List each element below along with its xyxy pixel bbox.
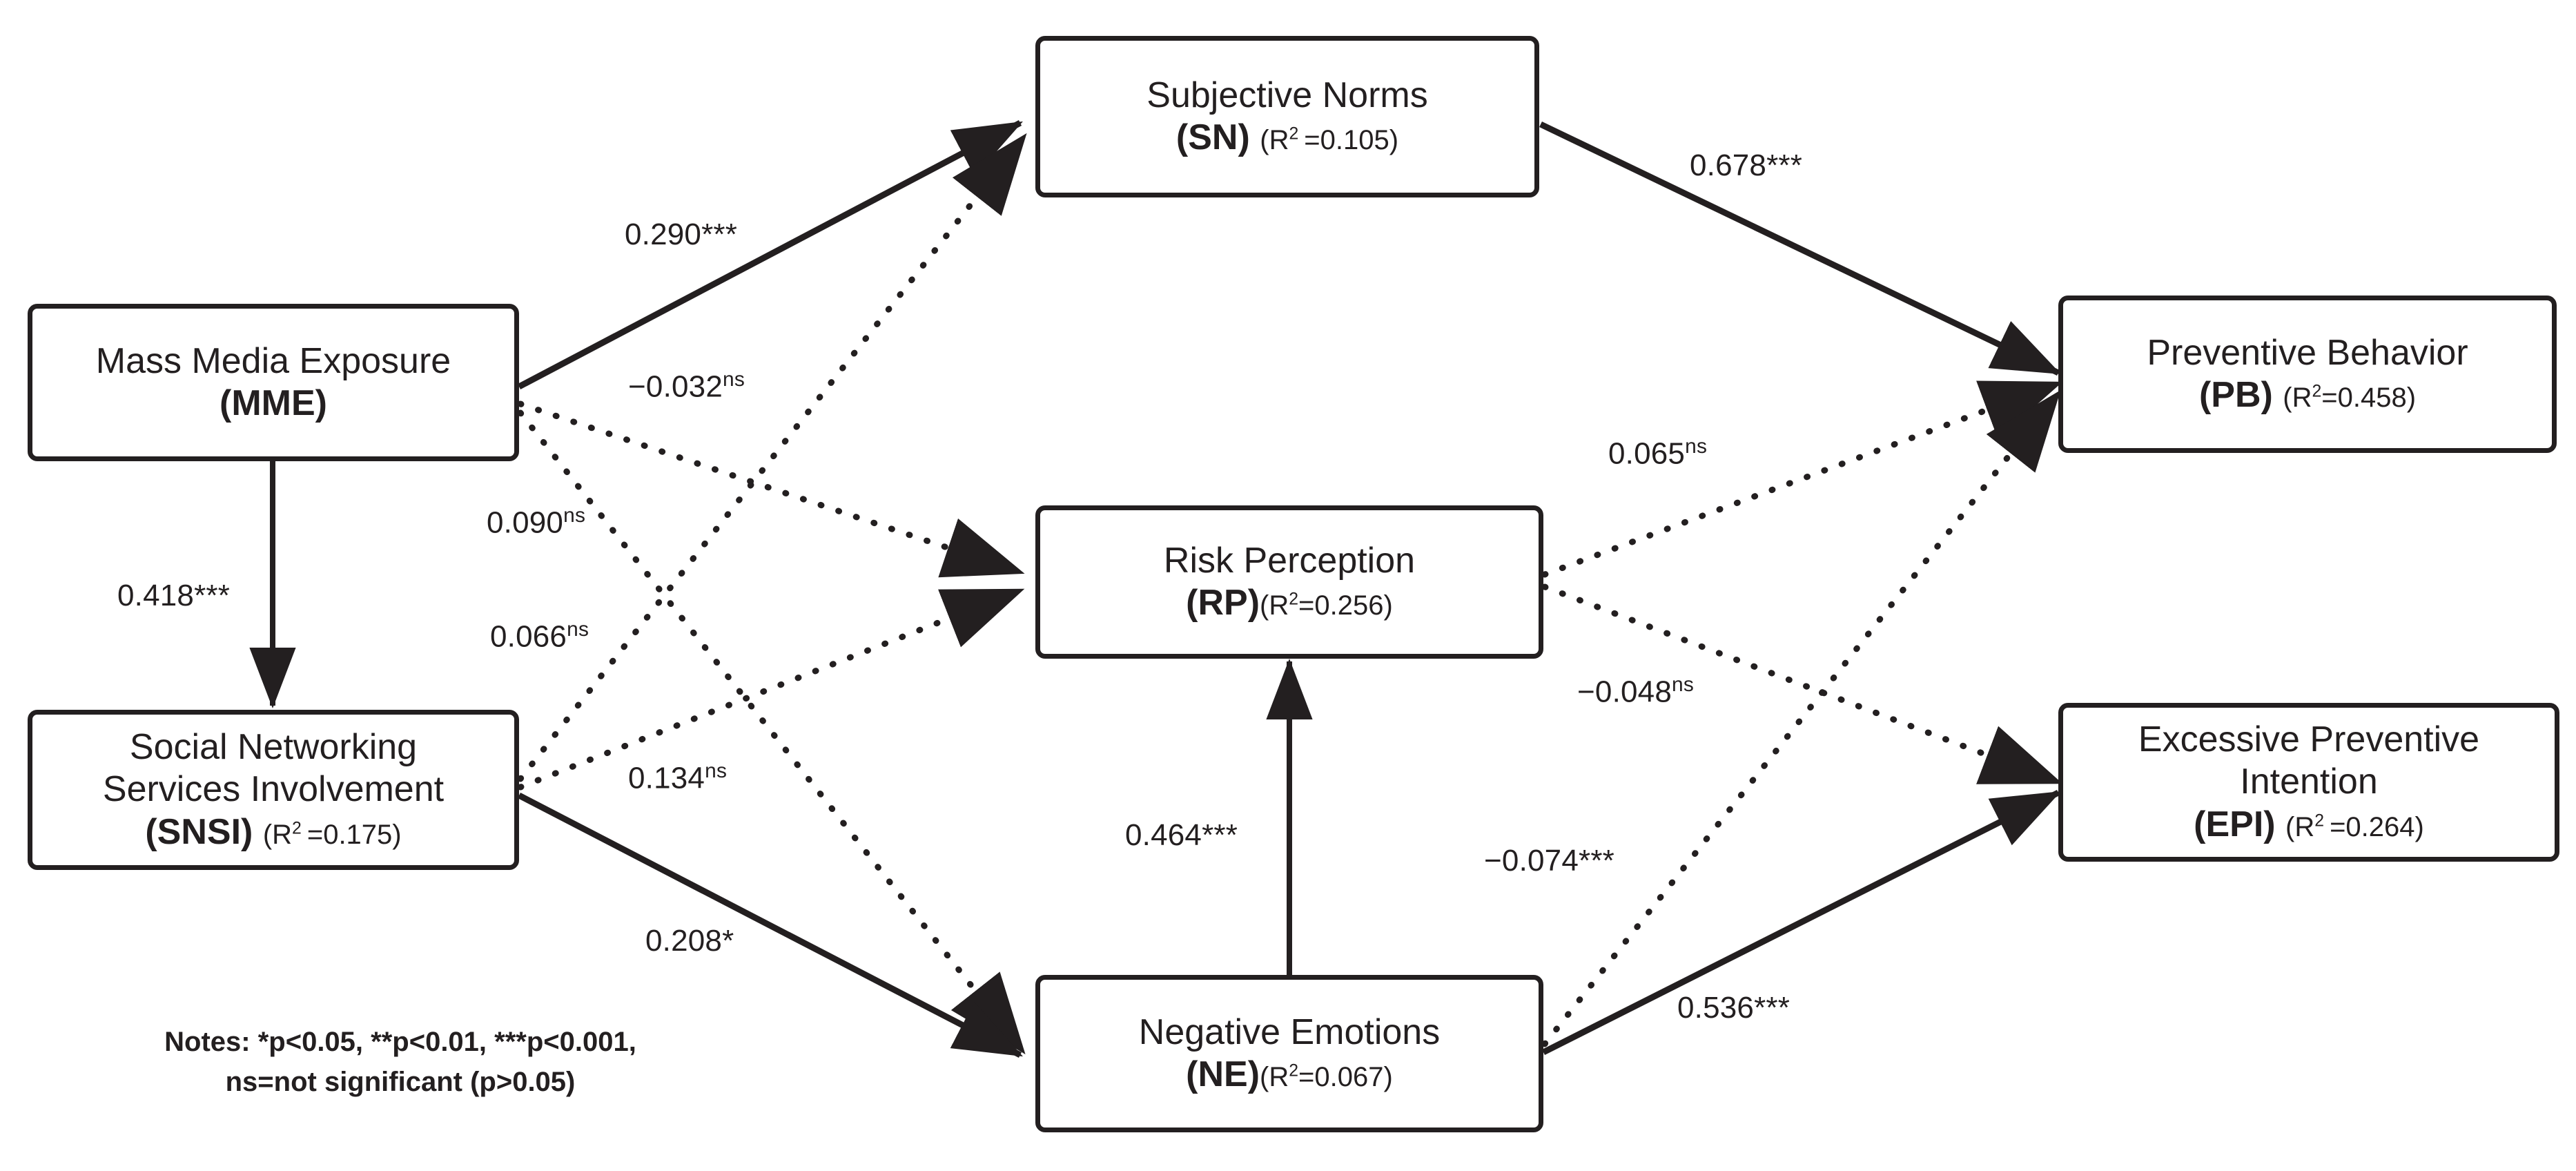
edge-rp-pb xyxy=(1541,380,2063,578)
node-rp-title: Risk Perception xyxy=(1163,540,1416,581)
node-snsi-title-line2: Services Involvement xyxy=(102,769,445,810)
path-label-rp-pb: 0.065ns xyxy=(1608,435,1708,471)
edge-snsi-sn xyxy=(517,133,1027,782)
node-pb-r2: (R2=0.458) xyxy=(2283,382,2417,413)
edge-mme-ne xyxy=(517,409,1026,1055)
node-sn-title: Subjective Norms xyxy=(1146,75,1428,115)
path-label-ne-pb: −0.074*** xyxy=(1484,844,1614,878)
node-risk-perception[interactable]: Risk Perception (RP)(R2=0.256) xyxy=(1035,505,1543,659)
node-subjective-norms[interactable]: Subjective Norms (SN) (R2 =0.105) xyxy=(1035,36,1539,197)
edge-snsi-ne xyxy=(517,793,1023,1058)
path-label-snsi-sn: 0.066ns xyxy=(490,618,589,654)
path-label-ne-rp: 0.464*** xyxy=(1125,818,1238,852)
edge-snsi-rp xyxy=(517,588,1025,791)
node-mass-media-exposure[interactable]: Mass Media Exposure (MME) xyxy=(28,304,519,461)
node-excessive-preventive-intention[interactable]: Excessive Preventive Intention (EPI) (R2… xyxy=(2058,703,2559,862)
node-sn-code: (SN) xyxy=(1175,117,1250,157)
node-rp-code: (RP) xyxy=(1186,583,1260,623)
node-mme-title: Mass Media Exposure xyxy=(95,340,451,381)
node-pb-code: (PB) xyxy=(2198,375,2273,415)
path-label-mme-snsi: 0.418*** xyxy=(117,579,231,612)
path-label-sn-pb: 0.678*** xyxy=(1690,148,1803,182)
node-ne-title: Negative Emotions xyxy=(1138,1012,1441,1052)
node-social-networking-services-involvement[interactable]: Social Networking Services Involvement (… xyxy=(28,710,519,870)
path-label-mme-ne: 0.090ns xyxy=(487,504,586,540)
node-negative-emotions[interactable]: Negative Emotions (NE)(R2=0.067) xyxy=(1035,975,1543,1132)
node-rp-r2: (R2=0.256) xyxy=(1260,590,1393,621)
edge-rp-epi xyxy=(1541,583,2063,785)
node-epi-r2: (R2 =0.264) xyxy=(2285,811,2424,842)
edge-mme-sn xyxy=(517,120,1023,389)
node-sn-r2: (R2 =0.105) xyxy=(1260,124,1399,155)
node-epi-title-line1: Excessive Preventive xyxy=(2138,719,2480,759)
path-label-rp-epi: −0.048ns xyxy=(1577,673,1695,709)
path-label-snsi-ne: 0.208* xyxy=(645,924,734,958)
node-epi-title-line2: Intention xyxy=(2240,762,2378,802)
node-snsi-title-line1: Social Networking xyxy=(129,726,418,767)
node-mme-code: (MME) xyxy=(219,383,327,423)
path-label-ne-epi: 0.536*** xyxy=(1677,991,1790,1025)
significance-notes: Notes: *p<0.05, **p<0.01, ***p<0.001, ns… xyxy=(164,1027,636,1097)
node-snsi-code: (SNSI) xyxy=(145,811,253,852)
node-ne-code: (NE) xyxy=(1186,1054,1260,1094)
node-preventive-behavior[interactable]: Preventive Behavior (PB) (R2=0.458) xyxy=(2058,296,2557,453)
node-ne-r2: (R2=0.067) xyxy=(1260,1061,1393,1092)
path-label-mme-sn: 0.290*** xyxy=(625,217,738,251)
edge-mme-rp xyxy=(517,400,1025,578)
edge-ne-pb xyxy=(1541,389,2061,1047)
path-label-mme-rp: −0.032ns xyxy=(628,368,745,404)
node-pb-title: Preventive Behavior xyxy=(2147,332,2468,373)
path-label-snsi-rp: 0.134ns xyxy=(628,759,728,795)
node-epi-code: (EPI) xyxy=(2194,804,2276,844)
edge-ne-epi xyxy=(1541,789,2062,1056)
node-snsi-r2: (R2 =0.175) xyxy=(262,819,402,850)
edge-sn-pb xyxy=(1539,121,2062,376)
